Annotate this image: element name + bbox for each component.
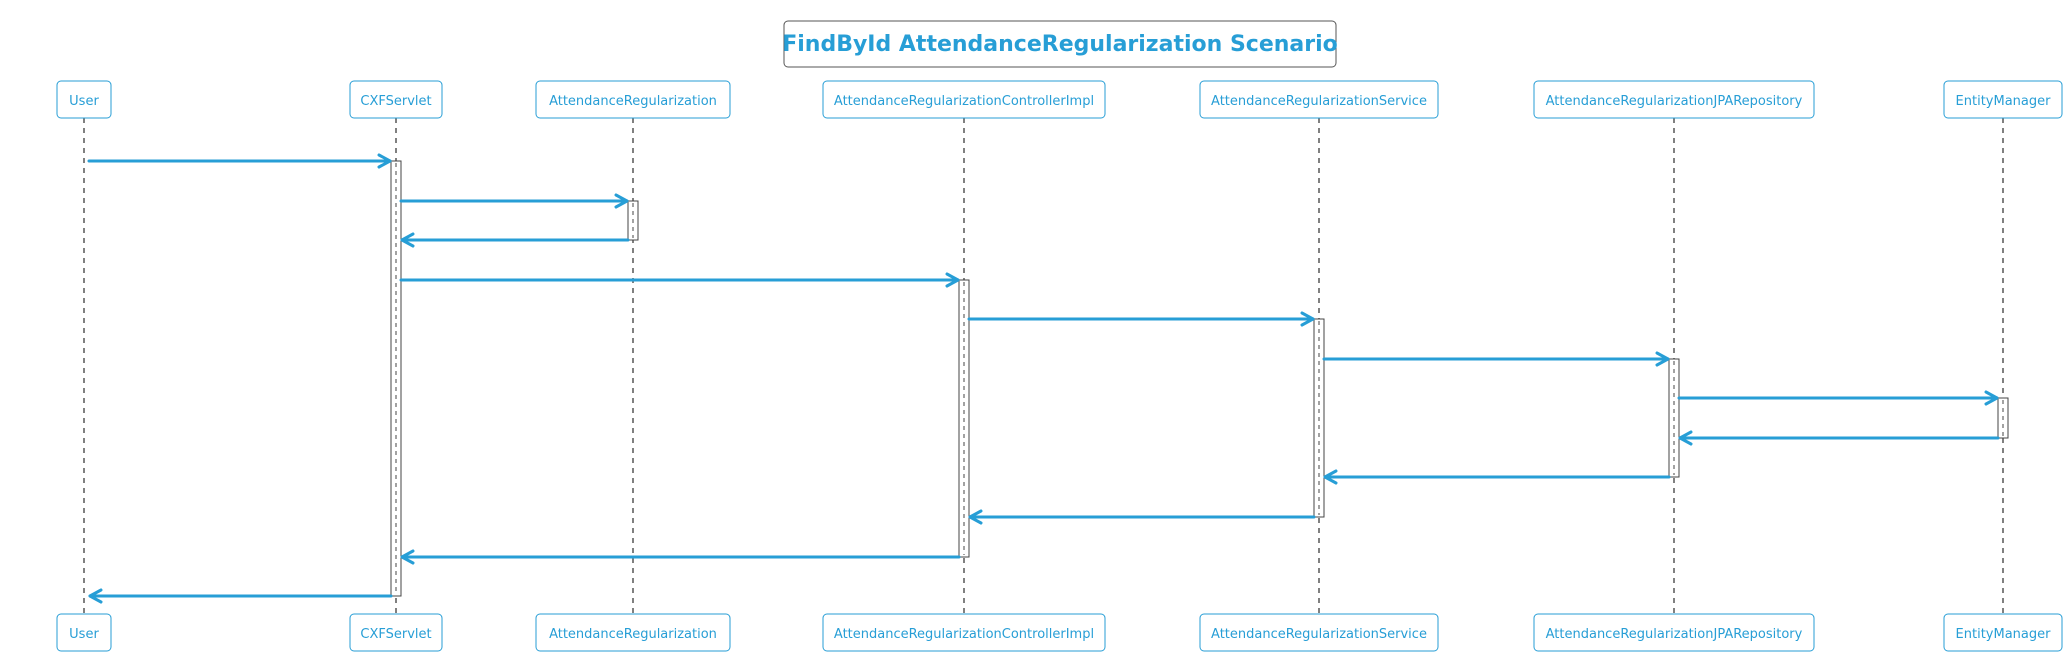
activation-bar-ar — [627, 200, 639, 241]
message-arrow-em-to-repo — [1678, 430, 2000, 446]
messages — [87, 153, 2000, 604]
participant-label: User — [69, 627, 99, 642]
participant-box — [349, 613, 443, 652]
participant-em-bottom: EntityManager — [1943, 613, 2063, 652]
participant-box — [349, 80, 443, 119]
activation-bar-svc — [1313, 318, 1325, 518]
participant-label: CXFServlet — [360, 627, 431, 642]
message-arrow-svc-to-ctrl — [968, 509, 1316, 525]
participant-label: User — [69, 94, 99, 109]
participants-bottom: User CXFServlet AttendanceRegularization At… — [56, 613, 2063, 652]
message-arrow-cxf-to-ctrl — [399, 272, 960, 288]
participant-label: CXFServlet — [360, 94, 431, 109]
participant-ctrl-bottom: AttendanceRegularizationControllerImpl — [822, 613, 1106, 652]
participant-ar-top: AttendanceRegularization — [535, 80, 731, 119]
participant-box — [1533, 80, 1815, 119]
message-arrow-ctrl-to-cxf — [400, 549, 961, 565]
participant-ctrl-top: AttendanceRegularizationControllerImpl — [822, 80, 1106, 119]
message-arrow-cxf-to-ar — [399, 193, 629, 209]
participant-box — [822, 613, 1106, 652]
lifelines — [83, 118, 2004, 614]
participant-label: AttendanceRegularizationControllerImpl — [834, 627, 1094, 642]
activation-bar-repo — [1668, 358, 1680, 478]
participant-box — [535, 80, 731, 119]
message-arrow-cxf-to-user — [88, 588, 393, 604]
participant-em-top: EntityManager — [1943, 80, 2063, 119]
participant-label: AttendanceRegularization — [549, 94, 717, 109]
participant-user-top: User — [56, 80, 112, 119]
participant-repo-bottom: AttendanceRegularizationJPARepository — [1533, 613, 1815, 652]
message-arrow-ar-to-cxf — [400, 232, 630, 248]
participant-repo-top: AttendanceRegularizationJPARepository — [1533, 80, 1815, 119]
participant-box — [56, 80, 112, 119]
participant-box — [535, 613, 731, 652]
participant-cxf-bottom: CXFServlet — [349, 613, 443, 652]
participant-label: AttendanceRegularizationService — [1211, 94, 1427, 109]
message-arrow-repo-to-em — [1677, 390, 1999, 406]
participant-box — [1943, 613, 2063, 652]
diagram-title-text: FindById AttendanceRegularization Scenar… — [782, 32, 1338, 57]
participant-label: AttendanceRegularizationService — [1211, 627, 1427, 642]
participant-svc-bottom: AttendanceRegularizationService — [1199, 613, 1439, 652]
activation-bar-em — [1997, 397, 2009, 439]
title-box — [783, 20, 1337, 68]
message-arrow-repo-to-svc — [1323, 469, 1671, 485]
activation-bar-cxf — [390, 160, 402, 597]
participant-ar-bottom: AttendanceRegularization — [535, 613, 731, 652]
participant-cxf-top: CXFServlet — [349, 80, 443, 119]
message-arrow-ctrl-to-svc — [967, 311, 1315, 327]
participant-box — [1199, 80, 1439, 119]
participant-box — [1199, 613, 1439, 652]
diagram-title: FindById AttendanceRegularization Scenar… — [782, 20, 1338, 68]
participant-box — [1943, 80, 2063, 119]
participant-box — [56, 613, 112, 652]
participant-box — [822, 80, 1106, 119]
participants-top: User CXFServlet AttendanceRegularization At… — [56, 80, 2063, 119]
participant-label: EntityManager — [1956, 627, 2052, 642]
participant-label: EntityManager — [1956, 94, 2052, 109]
participant-label: AttendanceRegularization — [549, 627, 717, 642]
participant-svc-top: AttendanceRegularizationService — [1199, 80, 1439, 119]
participant-user-bottom: User — [56, 613, 112, 652]
activation-bar-ctrl — [958, 279, 970, 558]
message-arrow-user-to-cxf — [87, 153, 392, 169]
message-arrow-svc-to-repo — [1322, 351, 1670, 367]
participant-label: AttendanceRegularizationJPARepository — [1546, 627, 1803, 642]
participant-label: AttendanceRegularizationControllerImpl — [834, 94, 1094, 109]
activations — [390, 160, 2009, 597]
participant-label: AttendanceRegularizationJPARepository — [1546, 94, 1803, 109]
participant-box — [1533, 613, 1815, 652]
